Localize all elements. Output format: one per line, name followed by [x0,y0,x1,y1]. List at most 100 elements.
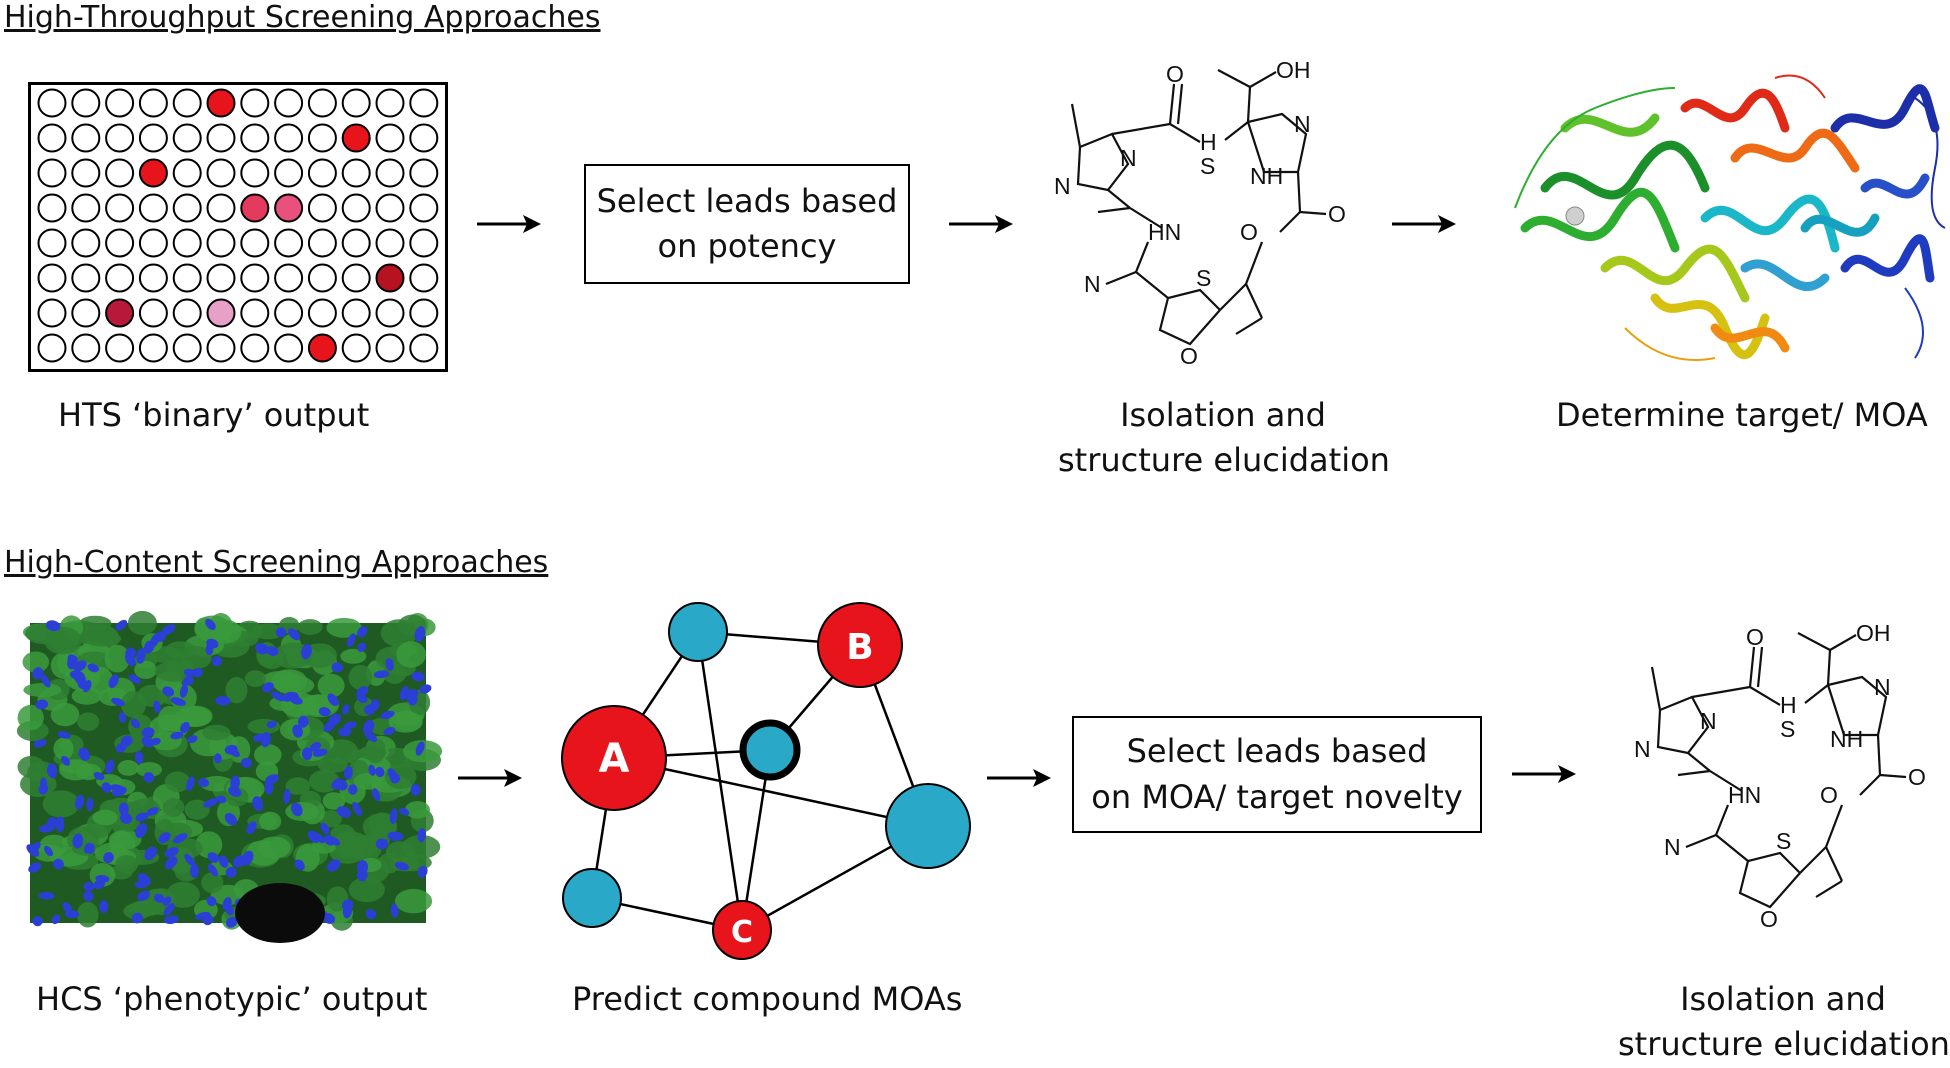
cell-nucleus [313,748,328,757]
plate-well [409,88,439,118]
plate-well [71,298,101,328]
protein-caption: Determine target/ MOA [1556,396,1928,434]
hcs-image-caption: HCS ‘phenotypic’ output [36,980,428,1018]
cell-nucleus [419,684,432,694]
cell-nucleus [357,626,368,638]
cell-nucleus [30,841,41,853]
plate-well [105,158,135,188]
atom-label: O [1328,201,1346,227]
cell-body [44,626,82,655]
plate-well [307,298,337,328]
cell-nucleus [153,700,161,713]
cell-nucleus [327,859,341,872]
atom-label: H [1780,692,1797,718]
plate-well [341,88,371,118]
plate-well [375,158,405,188]
cell-body [348,664,372,690]
atom-label: OH [1856,620,1891,646]
plate-well [37,123,67,153]
cell-nucleus [135,823,148,839]
arrow-right-icon [987,769,1051,787]
cell-nucleus [219,855,229,868]
cell-nucleus [294,859,305,871]
cell-nucleus [172,833,188,844]
cell-nucleus [184,853,196,867]
plate-well-hit [341,123,371,153]
network-node-c [712,900,772,960]
cell-nucleus [111,697,125,707]
cell-nucleus [131,912,143,924]
plate-well-hit [206,298,236,328]
plate-well [240,158,270,188]
cell-nucleus [189,863,200,878]
cell-gap [235,883,325,943]
plate-well [206,193,236,223]
plate-well [240,298,270,328]
caption-line: Isolation and [1680,980,1886,1018]
node-label-a: A [599,736,630,782]
cell-nucleus [323,834,336,846]
cell-nucleus [338,727,352,737]
chemical-structure: OH O N N H S N NH HN O O N S O [1634,620,1926,932]
plate-well [307,193,337,223]
cell-nucleus [383,726,396,736]
plate-well [375,88,405,118]
cell-body [396,641,426,668]
cell-body [334,832,356,856]
cell-nucleus [33,739,47,748]
plate-well [375,228,405,258]
arrow-right-icon [1512,765,1576,783]
plate-well [307,88,337,118]
cell-body [394,888,433,914]
cell-nucleus [137,873,151,886]
hts-plate-caption: HTS ‘binary’ output [58,396,370,434]
atom-label: NH [1830,726,1863,752]
plate-well [206,263,236,293]
plate-well [71,158,101,188]
cell-nucleus [331,780,344,790]
plate-well [341,193,371,223]
plate-well [375,333,405,363]
plate-well [375,123,405,153]
cell-body [202,724,231,741]
cell-body [136,762,162,778]
cell-nucleus [93,772,105,781]
cell-body [388,710,423,733]
cell-nucleus [375,838,389,850]
cell-nucleus [288,691,300,703]
atom-label: N [1084,271,1101,297]
cell-nucleus [417,865,428,878]
cell-nucleus [322,913,336,924]
cell-body [319,810,342,828]
plate-well [240,333,270,363]
plate-well [105,333,135,363]
cell-nucleus [118,802,129,816]
cell-nucleus [271,691,286,702]
plate-well-hit [274,193,304,223]
cell-nucleus [411,671,425,682]
plate-well [138,333,168,363]
cell-nucleus [111,786,127,797]
plate-well [105,263,135,293]
cell-body [92,809,118,826]
plate-well-hit [206,88,236,118]
cell-nucleus [356,693,368,703]
cell-nucleus [86,797,94,812]
box-line: Select leads based [596,181,898,220]
plate-well [206,158,236,188]
plate-well [37,298,67,328]
cell-nucleus [292,724,303,738]
atom-label: N [1120,145,1137,171]
cell-nucleus [390,773,401,784]
plate-well [341,333,371,363]
cell-nucleus [364,704,375,716]
cell-nucleus [394,861,409,871]
plate-well [206,228,236,258]
cell-nucleus [320,822,330,835]
atom-label: HN [1728,782,1761,808]
cell-nucleus [410,784,421,796]
hts-section-heading: High-Throughput Screening Approaches [4,0,601,35]
cell-nucleus [74,794,85,810]
plate-well [138,193,168,223]
cell-nucleus [99,900,109,914]
